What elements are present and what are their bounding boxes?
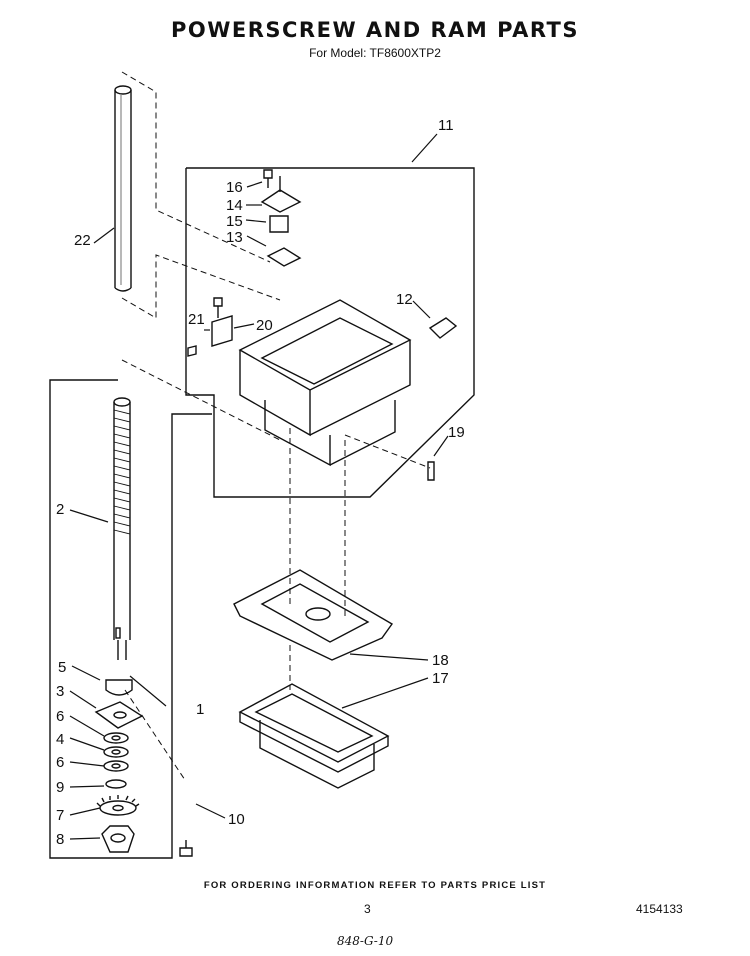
roller-part-12 <box>428 317 458 339</box>
part-label-14: 14 <box>226 197 243 214</box>
part-label-20: 20 <box>256 317 273 334</box>
part-label-6a: 6 <box>56 708 64 725</box>
part-label-22: 22 <box>74 232 91 249</box>
coupling-part-5 <box>105 679 133 696</box>
grommet-part-15 <box>269 215 289 233</box>
bracket-part-20 <box>211 315 233 347</box>
ram-pan-part-17 <box>238 683 390 789</box>
part-label-6b: 6 <box>56 754 64 771</box>
screw-part-16 <box>263 169 273 188</box>
page-title: POWERSCREW AND RAM PARTS <box>170 18 580 42</box>
part-label-21: 21 <box>188 311 205 328</box>
part-label-2: 2 <box>56 501 64 518</box>
part-label-11: 11 <box>438 117 454 134</box>
washer-part-6a <box>103 732 129 744</box>
gasket-part-18 <box>233 569 394 661</box>
part-label-17: 17 <box>432 670 449 687</box>
part-label-5: 5 <box>58 659 66 676</box>
pad-part-13 <box>266 247 302 267</box>
washer-part-6b <box>103 760 129 772</box>
part-label-8: 8 <box>56 831 64 848</box>
washer-part-9 <box>105 779 127 789</box>
pin-part-19 <box>427 461 435 481</box>
part-label-16: 16 <box>226 179 243 196</box>
powerscrew-assembly-boundary <box>49 379 212 859</box>
nut-part-8 <box>101 825 135 853</box>
part-label-9: 9 <box>56 779 64 796</box>
screw-part-10 <box>179 840 193 857</box>
powerscrew-part-2 <box>113 397 131 660</box>
part-label-10: 10 <box>228 811 245 828</box>
handwritten-note: 848-G-10 <box>337 934 394 948</box>
part-label-18: 18 <box>432 652 449 669</box>
ram-body <box>238 299 412 467</box>
screw-part-21b <box>187 345 197 357</box>
document-number: 4154133 <box>636 902 683 916</box>
bearing-plate-part-3 <box>94 701 144 729</box>
tube-part-22 <box>114 85 132 292</box>
ordering-note: FOR ORDERING INFORMATION REFER TO PARTS … <box>203 880 547 891</box>
part-label-4: 4 <box>56 731 64 748</box>
part-label-19: 19 <box>448 424 465 441</box>
sprocket-part-7 <box>96 795 140 816</box>
part-label-12: 12 <box>396 291 413 308</box>
washer-part-4 <box>103 746 129 758</box>
part-label-13: 13 <box>226 229 243 246</box>
mount-part-14 <box>260 189 302 213</box>
part-label-7: 7 <box>56 807 64 824</box>
part-label-3: 3 <box>56 683 64 700</box>
model-subtitle: For Model: TF8600XTP2 <box>309 46 441 60</box>
screw-part-21a <box>213 297 223 318</box>
ram-assembly-boundary <box>185 167 475 498</box>
part-label-1: 1 <box>196 701 204 718</box>
page-number: 3 <box>364 902 371 916</box>
part-label-15: 15 <box>226 213 243 230</box>
